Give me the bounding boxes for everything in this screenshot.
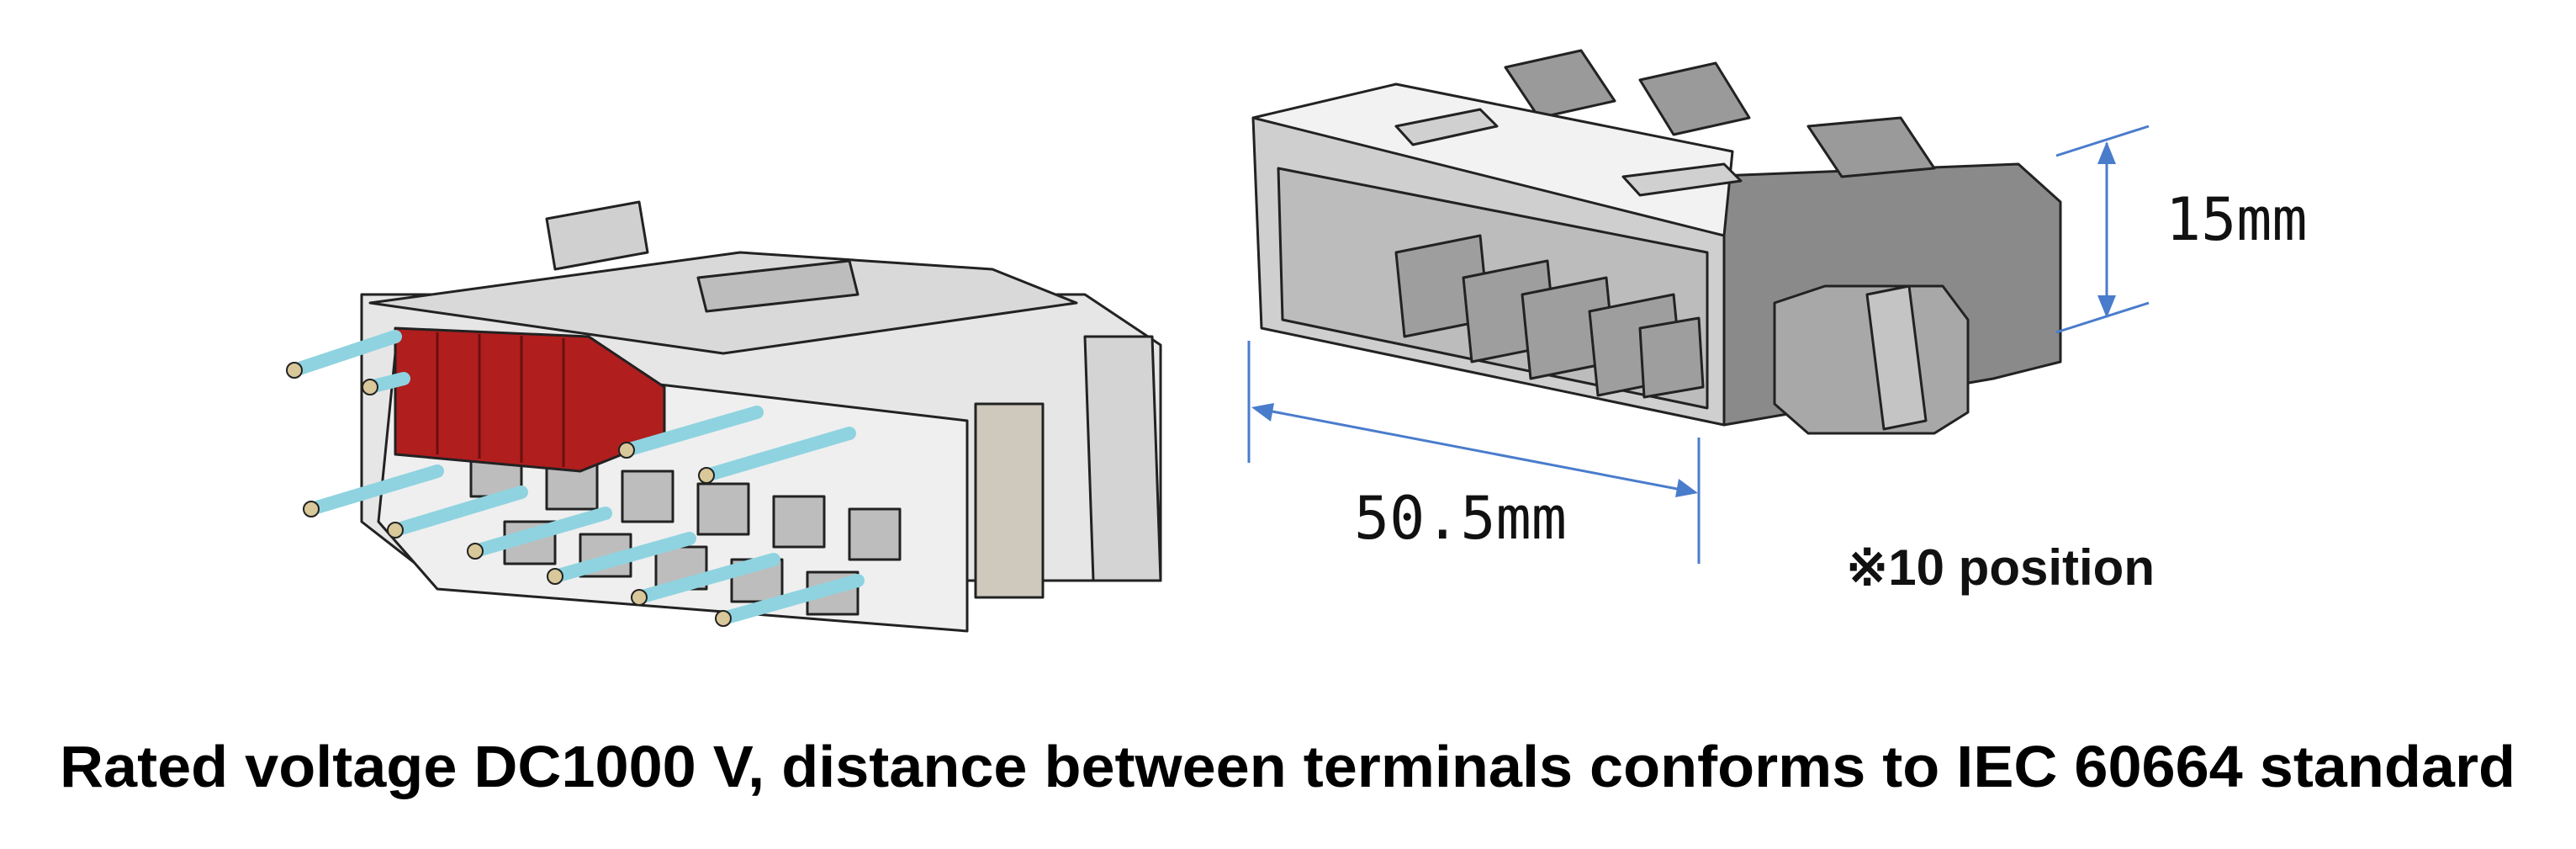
figure-caption: Rated voltage DC1000 V, distance between…	[60, 734, 2515, 799]
housing-rear-fin	[1504, 49, 1616, 119]
terminal-pin	[467, 507, 612, 560]
terminal-pin	[631, 553, 780, 606]
terminal-pin	[286, 330, 402, 379]
terminal-pin	[618, 406, 764, 459]
housing-rear-fin	[1638, 61, 1751, 136]
dimension-width	[1247, 341, 1701, 564]
housing-clip-arm	[1865, 284, 1928, 431]
housing-top-tab	[545, 200, 649, 271]
terminal-pin	[303, 464, 444, 517]
red-latch-ribs	[436, 332, 565, 467]
housing-top-window	[1394, 108, 1499, 146]
width-dimension-label: 50.5mm	[1354, 484, 1567, 553]
housing-end-latch	[974, 402, 1045, 599]
terminal-pin	[387, 486, 528, 539]
height-dimension-label: 15mm	[2166, 185, 2308, 254]
terminal-pins	[286, 330, 865, 627]
dimension-height	[2055, 125, 2150, 334]
housing-top-window	[1621, 162, 1743, 197]
housing-contacts	[1394, 234, 1705, 399]
connector-housing-drawing	[1251, 49, 2062, 435]
terminal-pin	[698, 427, 856, 484]
terminal-pin	[715, 574, 865, 627]
housing-top-slot	[696, 259, 860, 313]
position-note: ※10 position	[1846, 539, 2155, 596]
terminal-pin	[547, 532, 696, 585]
terminal-pin	[362, 372, 410, 395]
housing-end-cap	[1083, 335, 1162, 582]
housing-rear-fin	[1806, 116, 1936, 178]
